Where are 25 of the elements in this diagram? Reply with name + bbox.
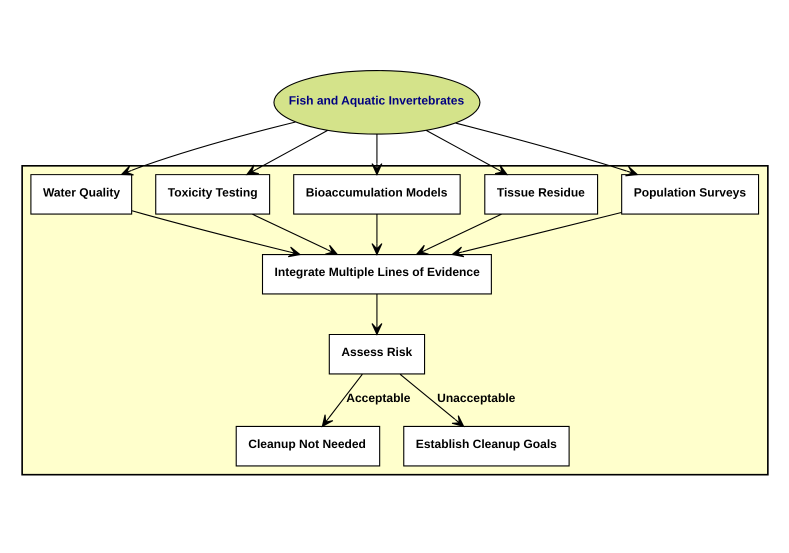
node-box: Toxicity Testing	[154, 174, 270, 214]
arrow	[425, 129, 508, 175]
node-box: Population Surveys	[620, 174, 759, 214]
arrow	[370, 294, 382, 334]
node-box: Tissue Residue	[484, 174, 598, 214]
node-box: Water Quality	[30, 174, 132, 214]
node-box: Establish Cleanup Goals	[402, 425, 570, 466]
arrow	[451, 211, 622, 257]
arrow	[370, 134, 382, 175]
arrow	[131, 210, 300, 257]
node-box: Cleanup Not Needed	[235, 425, 380, 466]
edge-label: Acceptable	[346, 390, 410, 405]
arrow	[399, 373, 464, 426]
node-box: Assess Risk	[328, 333, 425, 374]
arrow	[251, 213, 338, 254]
arrow	[370, 214, 382, 255]
arrow	[321, 374, 362, 426]
arrow	[454, 122, 638, 176]
node-box: Bioaccumulation Models	[292, 174, 460, 214]
node-ellipse: Fish and Aquatic Invertebrates	[272, 70, 480, 134]
node-box: Integrate Multiple Lines of Evidence	[261, 254, 492, 294]
arrow	[246, 129, 328, 175]
edge-label: Unacceptable	[436, 390, 515, 405]
arrow	[120, 120, 296, 175]
arrow	[415, 213, 502, 254]
